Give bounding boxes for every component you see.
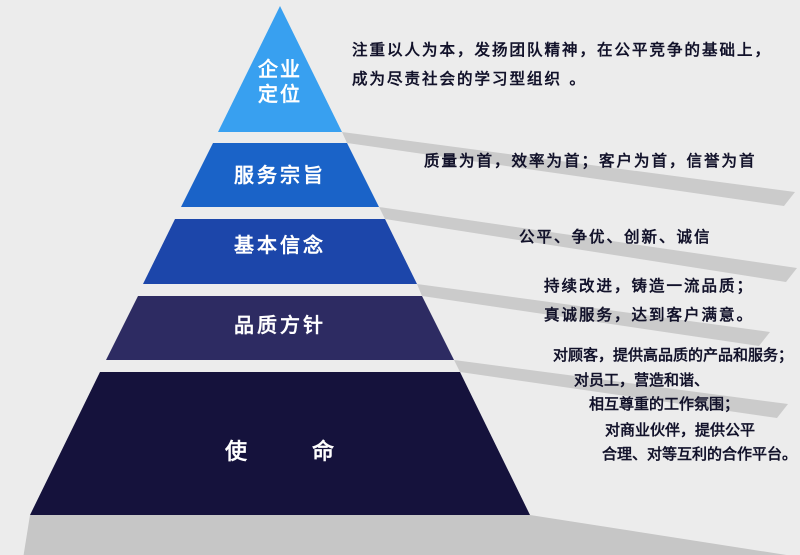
label-quality-policy: 品质方针: [234, 313, 326, 337]
label-basic-beliefs: 基本信念: [234, 233, 326, 257]
description-enterprise-positioning: 注重以人为本，发扬团队精神，在公平竞争的基础上， 成为尽责社会的学习型组织 。: [352, 41, 773, 88]
description-mission-line-1: 对顾客，提供高品质的产品和服务；: [553, 346, 794, 364]
description-quality-policy: 持续改进，铸造一流品质； 真诚服务，达到客户满意。: [544, 277, 755, 324]
description-mission-line-5: 合理、对等互利的合作平台。: [602, 445, 798, 463]
pyramid-layer-service-purpose: [181, 143, 379, 207]
step-shelf-4: [454, 360, 788, 418]
description-mission-line-2: 对员工，营造和谐、: [574, 371, 710, 389]
label-service-purpose: 服务宗旨: [234, 163, 326, 187]
description-mission-line-3: 相互尊重的工作氛围；: [589, 395, 740, 413]
base-platform: [23, 515, 787, 555]
step-shelf-3: [417, 284, 770, 346]
label-enterprise-positioning: 企业定位: [258, 57, 302, 106]
description-basic-beliefs: 公平、争优、创新、诚信: [519, 228, 712, 246]
label-mission: 使命: [225, 440, 400, 465]
pyramid-layer-quality-policy: [106, 296, 454, 360]
step-shelf-1: [342, 132, 795, 206]
description-mission-line-4: 对商业伙伴，提供公平: [605, 421, 756, 439]
description-service-purpose: 质量为首，效率为首；客户为首，信誉为首: [424, 152, 757, 170]
pyramid-layer-mission: [30, 372, 530, 515]
pyramid-layer-basic-beliefs: [143, 219, 417, 284]
pyramid-layer-enterprise-positioning: [218, 6, 342, 132]
step-shelf-2: [379, 207, 797, 282]
